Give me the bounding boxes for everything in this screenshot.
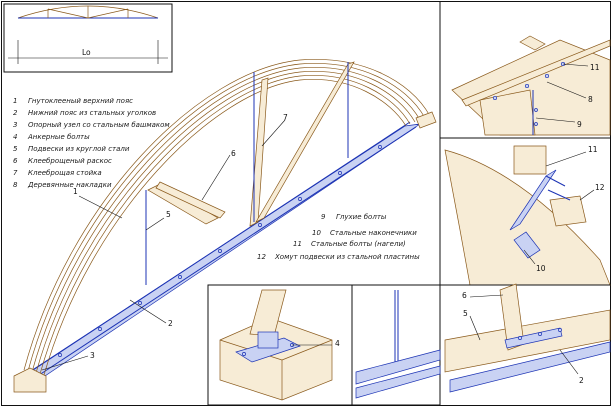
legend-text-1: Гнутоклееный верхний пояс <box>28 97 133 105</box>
detail-top-right: 11 8 9 <box>439 2 611 139</box>
legend-item-9: 9 <box>321 213 326 221</box>
legend-item-8: 8 <box>13 181 18 189</box>
callout-9: 9 <box>577 120 582 129</box>
legend-text-7: Клееброщая стойка <box>28 169 102 177</box>
legend-text-9: Глухие болты <box>336 213 387 221</box>
callout-4: 4 <box>335 339 340 348</box>
legend-item-5: 5 <box>13 145 18 153</box>
callout-10: 10 <box>536 264 546 273</box>
detail-bottom-right: 6 5 2 <box>440 283 611 393</box>
legend-text-11: Стальные болты (нагели) <box>311 240 406 248</box>
callout-6-detail: 6 <box>462 291 467 300</box>
legend-text-3: Опорный узел со стальным башмаком <box>28 121 170 129</box>
callout-2-detail: 2 <box>579 376 584 385</box>
callout-1: 1 <box>73 187 78 196</box>
legend-text-12: Хомут подвески из стальной пластины <box>274 253 420 261</box>
detail-mid-right: 11 12 10 <box>439 138 611 286</box>
callout-7: 7 <box>283 113 288 122</box>
legend-text-10: Стальные наконечники <box>330 229 417 237</box>
scheme-panel: Lo <box>3 3 173 73</box>
legend-item-7: 7 <box>13 169 18 177</box>
legend-item-2: 2 <box>13 109 18 117</box>
span-label: Lo <box>82 48 91 57</box>
detail-bottom-left: 4 <box>207 284 353 406</box>
callout-11-mid: 11 <box>588 145 598 154</box>
legend-left: 1 Гнутоклееный верхний пояс 2 Нижний поя… <box>13 97 170 189</box>
callout-6: 6 <box>231 149 236 158</box>
legend-text-5: Подвески из круглой стали <box>28 145 130 153</box>
legend-right: 9 Глухие болты 10 Стальные наконечники 1… <box>257 213 420 261</box>
callout-5: 5 <box>166 210 171 219</box>
legend-item-4: 4 <box>13 133 17 141</box>
callout-2: 2 <box>168 319 173 328</box>
legend-text-2: Нижний пояс из стальных уголков <box>28 109 156 117</box>
legend-text-6: Клееброщеный раскос <box>28 157 112 165</box>
legend-item-6: 6 <box>13 157 18 165</box>
legend-item-1: 1 <box>13 97 17 105</box>
callout-12: 12 <box>595 183 605 192</box>
legend-text-4: Анкерные болты <box>27 133 90 141</box>
legend-item-3: 3 <box>13 121 17 129</box>
callout-3: 3 <box>90 351 95 360</box>
detail-bottom-middle <box>351 284 441 406</box>
callout-8: 8 <box>588 95 593 104</box>
legend-item-10: 10 <box>312 229 321 237</box>
main-truss-view: 1 2 3 5 6 7 <box>13 59 437 393</box>
legend-item-11: 11 <box>293 240 302 248</box>
legend-text-8: Деревянные накладки <box>27 181 112 189</box>
legend-item-12: 12 <box>257 253 266 261</box>
callout-11-top: 11 <box>590 63 600 72</box>
callout-5-detail: 5 <box>463 309 468 318</box>
